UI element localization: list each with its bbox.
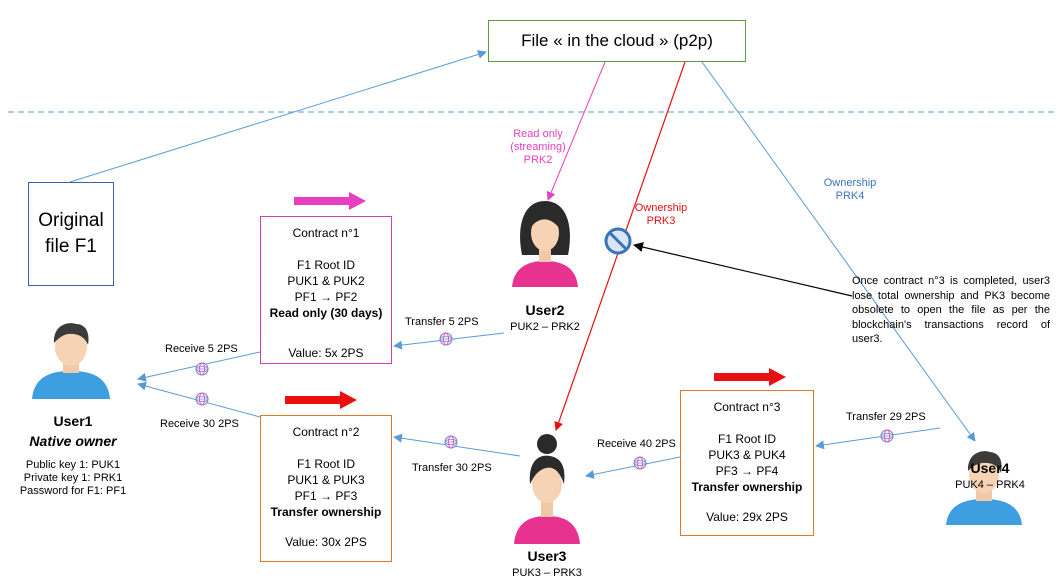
user1-avatar [32,323,110,399]
contract-line: F1 Root ID [296,457,356,471]
receive-40-label: Receive 40 2PS [597,438,676,450]
label-line: Read only [513,128,563,140]
contract-line: PF3 → PF4 [715,464,779,478]
contract-line: PF1 → PF2 [294,290,358,304]
contract-mode: Transfer ownership [691,480,803,494]
user1-detail-line: Private key 1: PRK1 [23,472,123,484]
receive-40-arrow [585,456,681,479]
label-line: (streaming) [510,141,566,153]
user3-name: User3 [527,548,567,564]
receive-30-label: Receive 30 2PS [160,418,239,430]
contract-1-box: Contract n°1 F1 Root ID PUK1 & PUK2 PF1 … [260,216,392,364]
contract-2-box: Contract n°2 F1 Root ID PUK1 & PUK3 PF1 … [260,415,392,562]
contract-value: Value: 30x 2PS [285,535,367,549]
contract-line: PUK1 & PUK2 [287,274,365,288]
contract-value: Value: 5x 2PS [288,346,364,360]
label-line: PRK2 [523,154,553,166]
label-line: Ownership [634,202,688,214]
contract-title: Contract n°1 [292,226,360,240]
coin-icon [633,456,647,470]
label-line: Ownership [823,177,877,189]
label-line: PRK4 [835,190,865,202]
coin-icon [195,362,209,376]
contract-line: PUK3 & PUK4 [708,448,786,462]
receive-5-label: Receive 5 2PS [165,343,238,355]
contract-3-box: Contract n°3 F1 Root ID PUK3 & PUK4 PF3 … [680,390,814,536]
user4-name: User4 [970,460,1010,476]
transfer-30-label: Transfer 30 2PS [412,462,492,474]
coin-icon [195,392,209,406]
transfer-29-arrow [815,427,941,450]
ownership-note: Once contract n°3 is completed, user3 lo… [852,275,1050,345]
original-file-label: Original file F1 [38,210,104,257]
transfer-29-label: Transfer 29 2PS [846,411,926,423]
user1-role: Native owner [29,433,117,449]
upload-arrow [69,50,487,183]
ownership-prk3-label: Ownership PRK3 [626,202,696,228]
user1-name: User1 [53,413,93,429]
contract-line: F1 Root ID [717,432,777,446]
ownership-direction-arrow [285,391,357,409]
transfer-5-label: Transfer 5 2PS [405,316,479,328]
user1-detail-line: Public key 1: PUK1 [25,459,121,471]
ownership-prk4-label: Ownership PRK4 [814,177,886,203]
user1-details: Public key 1: PUK1 Private key 1: PRK1 P… [4,459,142,498]
contract-line: PUK1 & PUK3 [287,473,365,487]
contract-title: Contract n°3 [713,400,781,414]
coin-icon [439,332,453,346]
contract-line: F1 Root ID [296,258,356,272]
ownership-prk4-arrow [701,61,976,442]
contract-line: PF1 → PF3 [294,489,358,503]
user3-avatar [514,434,580,544]
user2-keys: PUK2 – PRK2 [510,321,580,333]
user4-avatar [946,451,1022,525]
read-only-arrow [546,61,606,201]
contract-value: Value: 29x 2PS [706,510,788,524]
contract-mode: Transfer ownership [270,505,382,519]
user2-name: User2 [525,302,565,318]
cloud-file-label: File « in the cloud » (p2p) [521,31,713,50]
original-file-box: Original file F1 [28,182,114,286]
user1-detail-line: Password for F1: PF1 [19,485,127,497]
cloud-file-box: File « in the cloud » (p2p) [488,20,746,62]
read-only-label: Read only (streaming) PRK2 [498,128,578,167]
read-only-direction-arrow [294,192,366,210]
user4-keys: PUK4 – PRK4 [955,479,1025,491]
contract-title: Contract n°2 [292,425,360,439]
coin-icon [444,435,458,449]
label-line: PRK3 [646,215,676,227]
coin-icon [880,429,894,443]
blocked-icon [604,227,632,255]
ownership-direction-arrow [714,368,786,386]
note-pointer-arrow [633,242,853,297]
user3-keys: PUK3 – PRK3 [512,567,582,579]
transfer-30-arrow [393,433,521,457]
contract-mode: Read only (30 days) [269,306,383,320]
user2-avatar [512,201,578,287]
